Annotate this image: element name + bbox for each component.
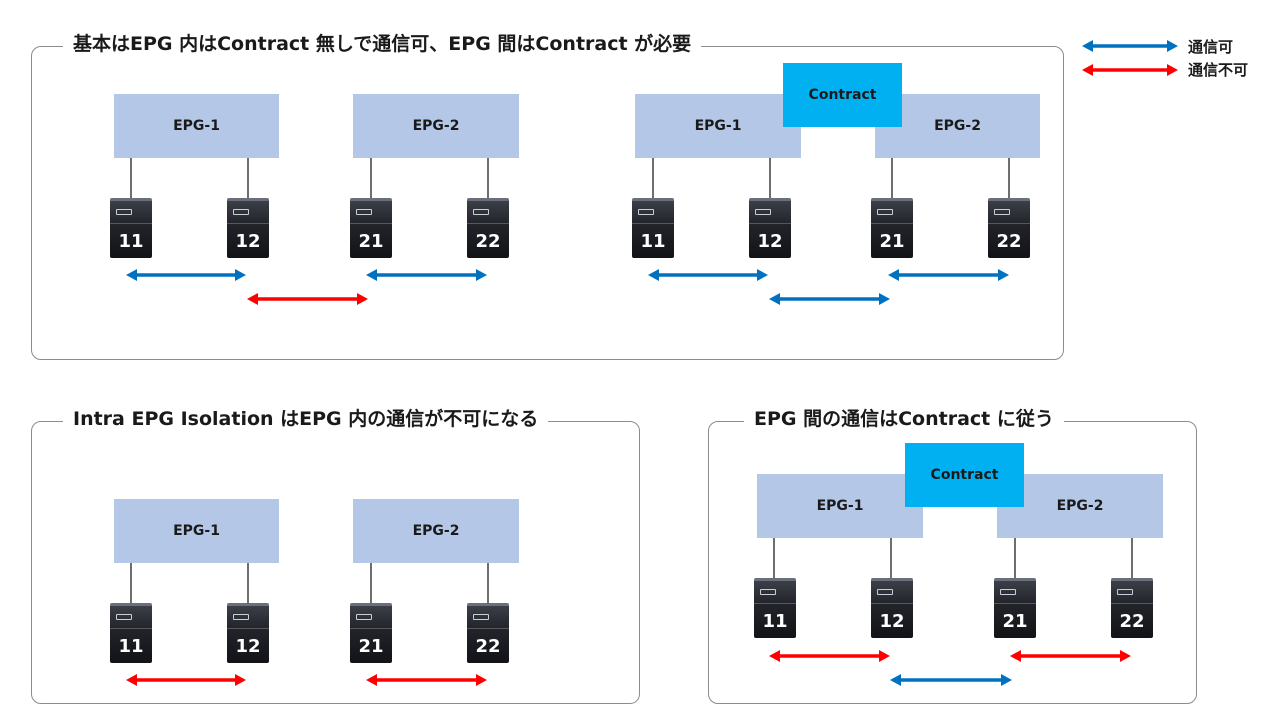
arrow-allowed [648,269,768,281]
connector-line [769,158,771,198]
server-number: 22 [475,231,501,252]
legend-allowed-label: 通信可 [1188,38,1234,56]
connector-line [247,563,249,603]
server-number: 12 [235,231,261,252]
server-icon: 12 [749,198,791,258]
connector-line [652,158,654,198]
server-icon: 11 [754,578,796,638]
connector-line [773,538,775,578]
panel-inter-epg-contract-title: EPG 間の通信はContract に従う [744,407,1064,431]
connector-line [1008,158,1010,198]
legend-allowed-arrow [1082,40,1178,52]
arrow-denied [769,650,890,662]
legend-arrow-allowed [1082,40,1178,52]
connector-line [1131,538,1133,578]
server-icon: 21 [871,198,913,258]
arrow-denied [126,674,246,686]
epg-box: EPG-2 [353,499,519,563]
legend-arrow-denied [1082,64,1178,76]
server-icon: 22 [988,198,1030,258]
server-number: 22 [1119,611,1145,632]
arrow-denied [1010,650,1131,662]
epg-box: EPG-1 [114,499,279,563]
server-icon: 22 [1111,578,1153,638]
server-icon: 12 [227,603,269,663]
server-icon: 21 [350,603,392,663]
server-icon: 11 [110,198,152,258]
connector-line [890,538,892,578]
connector-line [247,158,249,198]
server-number: 11 [640,231,666,252]
arrow-denied [366,674,487,686]
connector-line [130,563,132,603]
connector-line [130,158,132,198]
server-number: 11 [118,231,144,252]
legend-denied-label: 通信不可 [1188,61,1249,79]
epg-box: EPG-2 [875,94,1040,158]
server-number: 11 [762,611,788,632]
arrow-allowed [888,269,1009,281]
server-number: 21 [1002,611,1028,632]
server-number: 12 [879,611,905,632]
connector-line [891,158,893,198]
epg-box: EPG-1 [757,474,923,538]
server-number: 12 [757,231,783,252]
server-icon: 21 [350,198,392,258]
server-number: 12 [235,636,261,657]
server-icon: 11 [632,198,674,258]
panel-basic-title: 基本はEPG 内はContract 無しで通信可、EPG 間はContract … [63,32,702,56]
epg-box: EPG-1 [114,94,279,158]
server-number: 21 [358,636,384,657]
server-icon: 11 [110,603,152,663]
arrow-allowed [769,293,890,305]
server-number: 21 [879,231,905,252]
panel-intra-epg-isolation-title: Intra EPG Isolation はEPG 内の通信が不可になる [63,407,549,431]
epg-box: EPG-2 [997,474,1163,538]
connector-line [1014,538,1016,578]
connector-line [370,563,372,603]
server-icon: 22 [467,198,509,258]
server-number: 21 [358,231,384,252]
server-icon: 22 [467,603,509,663]
arrow-allowed [366,269,487,281]
legend-denied-arrow [1082,64,1178,76]
arrow-allowed [890,674,1012,686]
server-number: 22 [996,231,1022,252]
connector-line [487,158,489,198]
contract-box: Contract [905,443,1024,507]
connector-line [370,158,372,198]
server-icon: 12 [227,198,269,258]
connector-line [487,563,489,603]
epg-box: EPG-2 [353,94,519,158]
arrow-allowed [126,269,246,281]
server-icon: 21 [994,578,1036,638]
contract-box: Contract [783,63,902,127]
arrow-denied [247,293,368,305]
server-icon: 12 [871,578,913,638]
server-number: 11 [118,636,144,657]
epg-box: EPG-1 [635,94,801,158]
server-number: 22 [475,636,501,657]
